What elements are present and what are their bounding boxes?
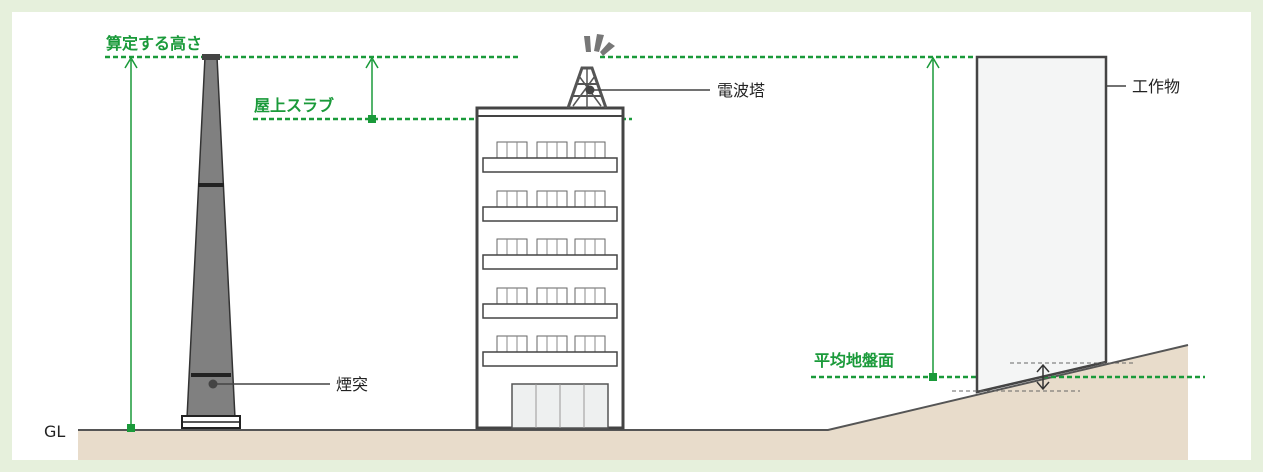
building-floors (482, 141, 618, 367)
structure-block (975, 55, 1126, 394)
balcony (482, 206, 618, 222)
window (496, 335, 528, 353)
ground-line (78, 344, 1189, 431)
chimney-label: 煙突 (336, 375, 368, 394)
balcony (482, 254, 618, 270)
structure-height-arrow (926, 56, 940, 381)
balcony (482, 303, 618, 319)
window (496, 190, 528, 208)
diagram-panel: 算定する高さ 屋上スラブ 平均地盤面 電波塔 工作物 煙突 GL (12, 12, 1251, 460)
window (536, 190, 568, 208)
balcony (482, 351, 618, 367)
height-diagram: 算定する高さ 屋上スラブ 平均地盤面 電波塔 工作物 煙突 GL (44, 34, 1205, 460)
window (496, 141, 528, 159)
window (496, 287, 528, 305)
structure-label: 工作物 (1132, 77, 1180, 96)
window (536, 141, 568, 159)
avg-ground-label: 平均地盤面 (814, 351, 894, 370)
chimney-height-arrow (124, 56, 138, 432)
avg-ground-indicator (952, 362, 1136, 392)
entrance (511, 383, 609, 429)
ground-fill (78, 345, 1188, 460)
window (574, 238, 606, 256)
calc-height-label: 算定する高さ (106, 34, 202, 53)
roof-slab-arrow (365, 56, 379, 123)
building-floor (482, 335, 618, 367)
window (574, 335, 606, 353)
window (536, 287, 568, 305)
building-floor (482, 190, 618, 222)
roof-slab-label: 屋上スラブ (254, 96, 334, 115)
window (536, 238, 568, 256)
building-floor (482, 238, 618, 270)
window (574, 287, 606, 305)
window (496, 238, 528, 256)
building-floor (482, 141, 618, 173)
window (574, 190, 606, 208)
radio-tower (566, 66, 608, 109)
gl-label: GL (44, 422, 65, 441)
radio-tower-label: 電波塔 (717, 81, 765, 100)
window (574, 141, 606, 159)
window (536, 335, 568, 353)
chimney (181, 54, 330, 429)
radio-tower-leader (585, 85, 710, 95)
building-floor (482, 287, 618, 319)
balcony (482, 157, 618, 173)
signal-waves-icon (584, 34, 615, 56)
